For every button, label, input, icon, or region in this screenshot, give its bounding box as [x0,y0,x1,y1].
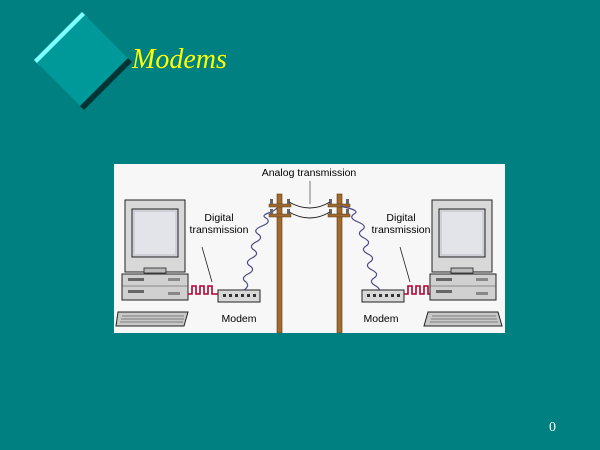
right-digital-label-line1: Digital [386,212,416,224]
left-modem-label: Modem [221,313,257,325]
diamond-bullet-icon [34,12,132,110]
analog-transmission-label: Analog transmission [261,167,357,179]
right-modem [361,289,405,303]
left-digital-transmission-label: Digital transmission [184,212,254,236]
analog-line-upper [288,201,331,209]
left-digital-label-line2: transmission [189,224,249,236]
right-computer [423,199,503,327]
right-modem-label: Modem [363,313,399,325]
left-digital-signal [188,285,218,295]
left-phone-cable [242,205,281,291]
slide-title: Modems [132,44,227,75]
right-phone-cable [339,205,381,295]
right-digital-signal [404,285,432,295]
slide-number: 0 [549,420,556,435]
right-digital-transmission-label: Digital transmission [366,212,436,236]
left-digital-label-line1: Digital [204,212,234,224]
left-modem [217,289,261,303]
left-computer [115,199,189,327]
analog-line-lower [288,211,331,219]
right-digital-label-line2: transmission [371,224,431,236]
right-telephone-pole [327,193,351,333]
left-telephone-pole [268,193,292,333]
modem-diagram: Analog transmission Digital transmission… [114,164,505,333]
